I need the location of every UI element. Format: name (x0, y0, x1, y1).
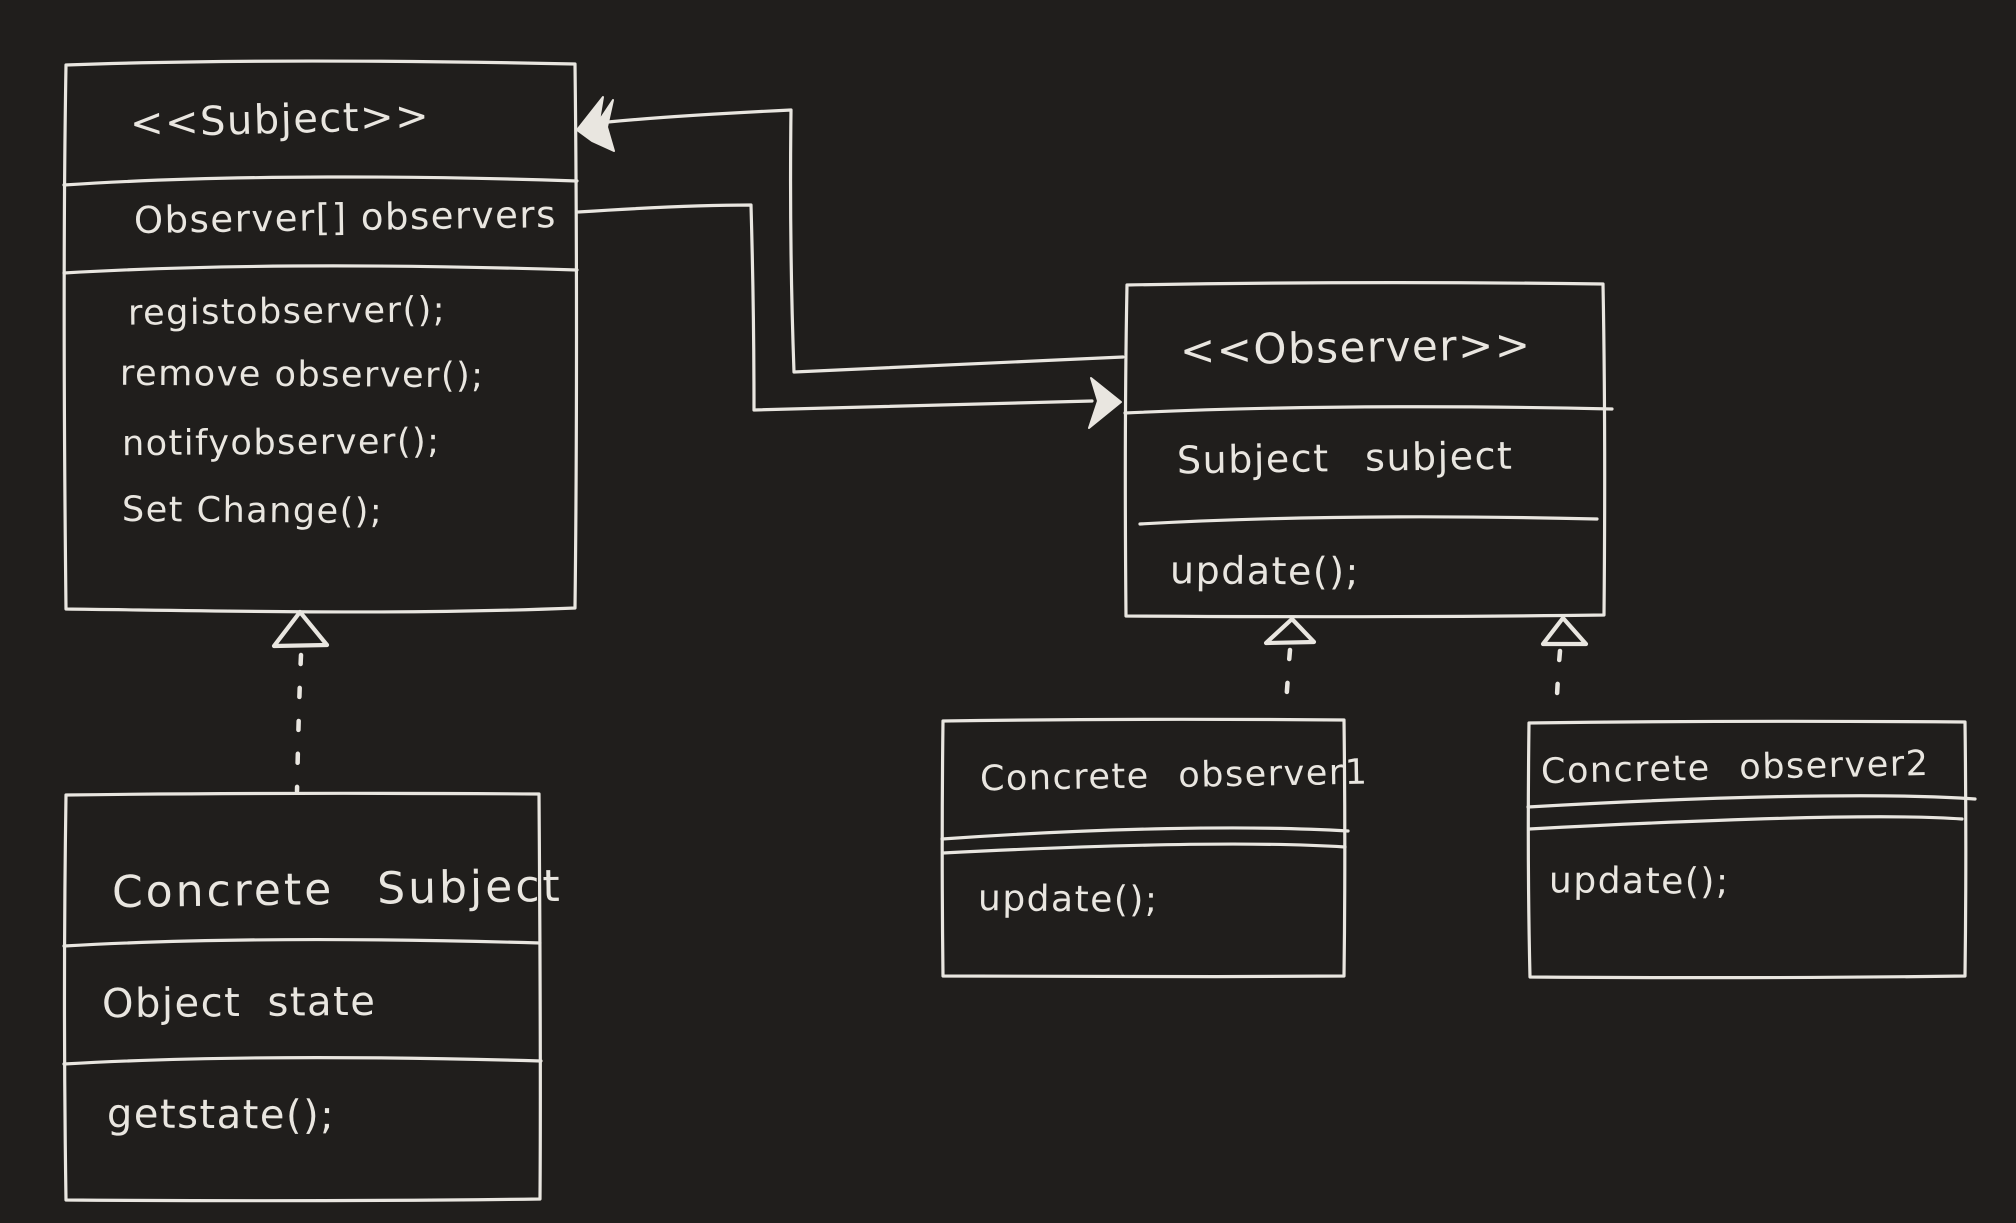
concrete-observer1-title: Concrete observer1 (979, 752, 1369, 800)
association-arrowhead-right-icon (1088, 377, 1122, 429)
inheritance-triangle-observer2-icon (1540, 615, 1589, 647)
subject-method: registobserver(); (127, 290, 447, 334)
subject-separator-1 (62, 175, 579, 187)
inheritance-triangle-observer1-icon (1263, 616, 1317, 646)
concrete-observer2-title: Concrete observer2 (1540, 743, 1930, 793)
association-observer-to-subject-line (606, 108, 1125, 374)
concrete-observer1-box-border (940, 717, 1347, 979)
observer-separator-1 (1123, 405, 1614, 415)
subject-method: Set Change(); (121, 489, 384, 533)
subject-separator-2 (62, 264, 579, 275)
concrete-observer2-separator-b (1527, 815, 1964, 831)
concrete-observer1-separator-b (941, 842, 1347, 855)
subject-class-box-border (62, 59, 579, 614)
concrete-subject-title: Concrete Subject (111, 860, 564, 919)
observer-method: update(); (1169, 548, 1361, 594)
realization-dashed-line-concrete-subject (294, 652, 304, 794)
concrete-subject-separator-1 (62, 938, 542, 948)
concrete-subject-attribute: Object state (101, 978, 377, 1028)
subject-method: notifyobserver(); (121, 421, 441, 465)
association-arrowhead-left-icon (576, 96, 615, 152)
association-subject-to-observer-line (576, 203, 1094, 412)
inheritance-triangle-concrete-subject-icon (271, 609, 330, 649)
concrete-observer1-method: update(); (977, 878, 1159, 921)
concrete-observer2-method: update(); (1548, 860, 1730, 903)
subject-stereotype: <<Subject>> (129, 93, 431, 147)
subject-attribute: Observer[] observers (133, 193, 558, 242)
realization-dashed-line-observer1 (1282, 647, 1293, 717)
concrete-subject-box-border (62, 791, 543, 1203)
concrete-observer2-box-border (1526, 719, 1968, 980)
subject-method: remove observer(); (119, 353, 485, 397)
concrete-subject-method: getstate(); (106, 1091, 336, 1139)
observer-class-box-border (1123, 281, 1607, 619)
concrete-observer1-separator-a (940, 826, 1350, 841)
concrete-observer2-separator-a (1526, 794, 1977, 809)
realization-dashed-line-observer2 (1553, 648, 1563, 719)
observer-separator-2 (1138, 515, 1599, 526)
concrete-subject-separator-2 (62, 1056, 543, 1066)
observer-stereotype: <<Observer>> (1179, 319, 1532, 375)
observer-attribute: Subject subject (1176, 433, 1514, 483)
